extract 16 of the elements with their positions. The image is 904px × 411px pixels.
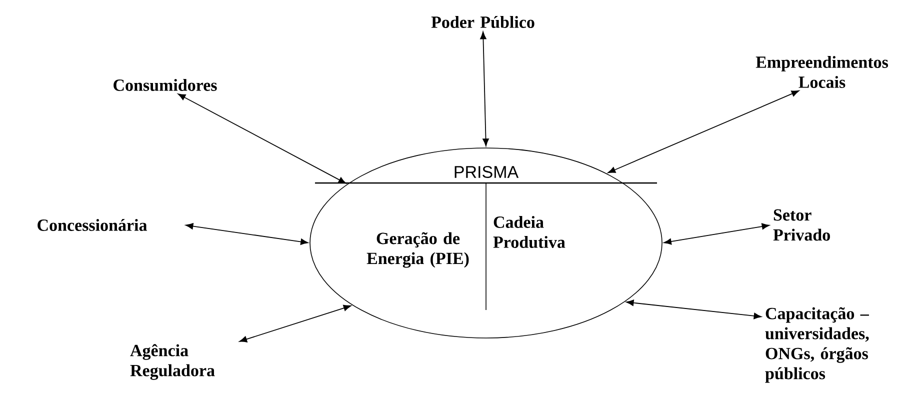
arrow	[626, 300, 762, 320]
stakeholder-label: Empreendimentos Locais	[756, 56, 888, 88]
stakeholder-label: Poder Público	[431, 16, 534, 28]
compartment-label: Cadeia Produtiva	[493, 216, 566, 248]
stakeholder-label: Concessionária	[38, 219, 147, 231]
stakeholder-label: Agência Reguladora	[130, 344, 215, 380]
arrow	[178, 94, 346, 184]
arrow	[186, 223, 308, 245]
stakeholder-label: Capacitação – universidades, ONGs, órgãos públicos	[765, 307, 869, 383]
stakeholder-label: Setor Privado	[773, 209, 830, 241]
arrow	[664, 223, 770, 245]
stakeholder-label: Consumidores	[114, 79, 217, 91]
arrow	[480, 32, 489, 146]
arrow	[608, 90, 800, 174]
compartment-label: Geração de Energia (PIE)	[366, 232, 469, 268]
arrow	[239, 304, 352, 342]
